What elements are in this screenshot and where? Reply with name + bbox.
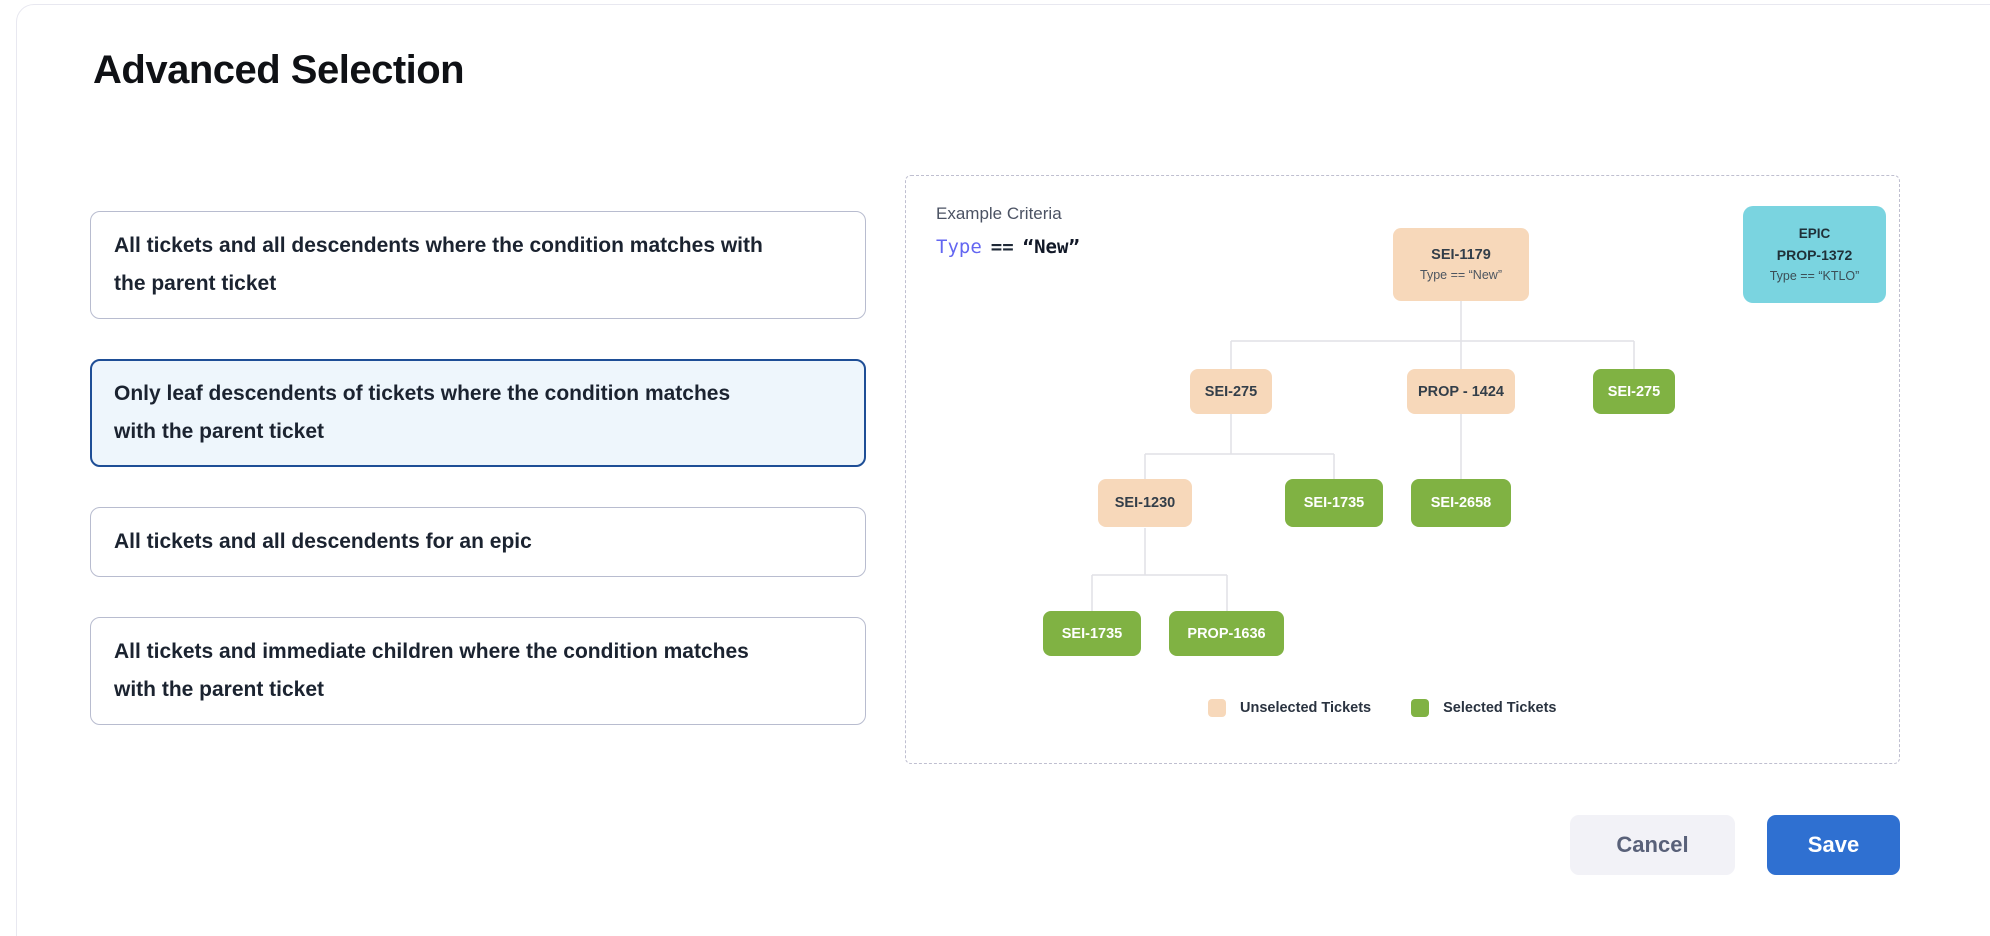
save-button[interactable]: Save: [1767, 815, 1900, 875]
tree-node: SEI-1735: [1285, 479, 1383, 527]
tree-node: SEI-275: [1593, 369, 1675, 414]
tree-legend: Unselected Tickets Selected Tickets: [1208, 699, 1557, 717]
legend-label: Unselected Tickets: [1240, 700, 1372, 716]
epic-id: PROP-1372: [1776, 247, 1853, 263]
tree-node: SEI-275: [1190, 369, 1272, 414]
option-all-descendents-epic[interactable]: All tickets and all descendents for an e…: [90, 507, 866, 577]
selection-options-list: All tickets and all descendents where th…: [90, 211, 866, 765]
tree-connector-lines: [1091, 301, 1635, 611]
page-title: Advanced Selection: [93, 48, 465, 92]
epic-node: EPIC PROP-1372 Type == “KTLO”: [1743, 206, 1886, 303]
option-label: All tickets and all descendents where th…: [114, 234, 763, 295]
example-diagram-panel: Example Criteria Type == “New” EPIC PROP-1…: [905, 175, 1900, 764]
tree-node-criteria: Type == “New”: [1420, 268, 1502, 282]
option-label: All tickets and immediate children where…: [114, 640, 749, 701]
tree-node: SEI-1735: [1043, 611, 1141, 656]
example-criteria-expression: Type == “New”: [936, 236, 1080, 258]
option-label: All tickets and all descendents for an e…: [114, 530, 532, 553]
tree-node-root: SEI-1179 Type == “New”: [1393, 228, 1529, 301]
epic-type-label: EPIC: [1798, 226, 1831, 241]
option-leaf-descendents-condition[interactable]: Only leaf descendents of tickets where t…: [90, 359, 866, 467]
tree-node: PROP - 1424: [1407, 369, 1515, 414]
epic-criteria: Type == “KTLO”: [1769, 269, 1860, 283]
tree-node: SEI-1230: [1098, 479, 1192, 527]
tree-node-id: SEI-1179: [1431, 247, 1491, 263]
legend-item-unselected: Unselected Tickets: [1208, 699, 1371, 717]
cancel-button[interactable]: Cancel: [1570, 815, 1735, 875]
option-all-descendents-condition[interactable]: All tickets and all descendents where th…: [90, 211, 866, 319]
selected-swatch-icon: [1411, 699, 1430, 717]
unselected-swatch-icon: [1208, 699, 1226, 717]
criteria-value: “New”: [1022, 236, 1080, 258]
option-immediate-children-condition[interactable]: All tickets and immediate children where…: [90, 617, 866, 725]
example-criteria-heading: Example Criteria: [936, 204, 1062, 223]
criteria-operator: ==: [990, 236, 1014, 258]
tree-node: PROP-1636: [1169, 611, 1284, 656]
legend-label: Selected Tickets: [1443, 700, 1557, 716]
tree-node: SEI-2658: [1411, 479, 1511, 527]
option-label: Only leaf descendents of tickets where t…: [114, 382, 731, 443]
legend-item-selected: Selected Tickets: [1411, 699, 1557, 717]
criteria-field: Type: [936, 236, 982, 258]
